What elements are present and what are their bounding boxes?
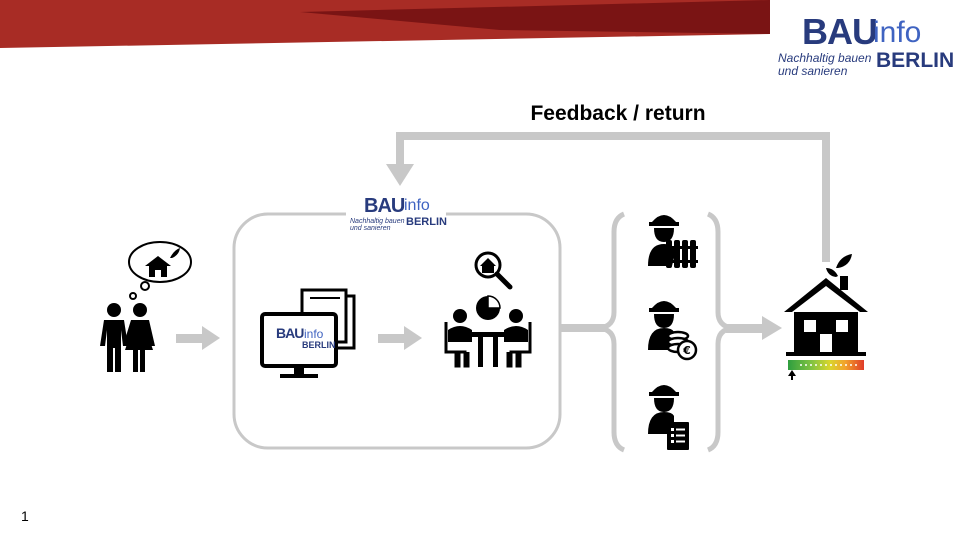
couple-icon — [100, 241, 192, 372]
logo-info-text: info — [404, 197, 430, 214]
arrow-right-3 — [726, 316, 782, 340]
bauinfo-berlin-logo: BAU info Nachhaltig bauen und sanieren B… — [778, 11, 954, 78]
feedback-label: Feedback / return — [530, 102, 706, 125]
logo-city: BERLIN — [302, 340, 336, 350]
monitor-documents-icon — [260, 288, 356, 378]
page-number: 1 — [21, 508, 29, 524]
logo-bau-text: BAU — [364, 195, 405, 217]
process-box-logo: BAU info Nachhaltig bauen und sanieren B… — [346, 194, 447, 234]
monitor-screen-logo: BAU info BERLIN — [272, 325, 336, 354]
logo-tagline: Nachhaltig bauen und sanieren — [778, 51, 872, 78]
arrow-right-1 — [176, 326, 220, 350]
contractor-checklist-icon — [648, 385, 689, 450]
logo-tagline: Nachhaltig bauen und sanieren — [350, 218, 405, 232]
consultation-meeting-icon — [444, 251, 532, 368]
coins-euro-icon: € — [666, 330, 698, 361]
logo-bau-text: BAU — [276, 325, 304, 341]
left-bracket — [599, 211, 626, 453]
svg-text:€: € — [682, 344, 691, 357]
logo-info-text: info — [304, 327, 324, 341]
radiator-icon — [664, 240, 698, 268]
box-to-bracket-connector — [560, 324, 608, 332]
contractor-finance-icon: € — [648, 301, 698, 361]
logo-info-text: info — [873, 16, 922, 49]
logo-bau-text: BAU — [802, 11, 878, 52]
feedback-arrow — [386, 132, 830, 262]
contractor-heating-icon — [648, 215, 698, 268]
header-banner — [0, 0, 770, 48]
arrow-right-2 — [378, 326, 422, 350]
logo-city: BERLIN — [876, 49, 955, 72]
logo-city: BERLIN — [406, 216, 447, 228]
thought-bubble-icon — [128, 241, 192, 300]
energy-pointer-icon — [788, 370, 796, 376]
green-house-icon — [784, 254, 868, 380]
checklist-icon — [667, 422, 689, 450]
